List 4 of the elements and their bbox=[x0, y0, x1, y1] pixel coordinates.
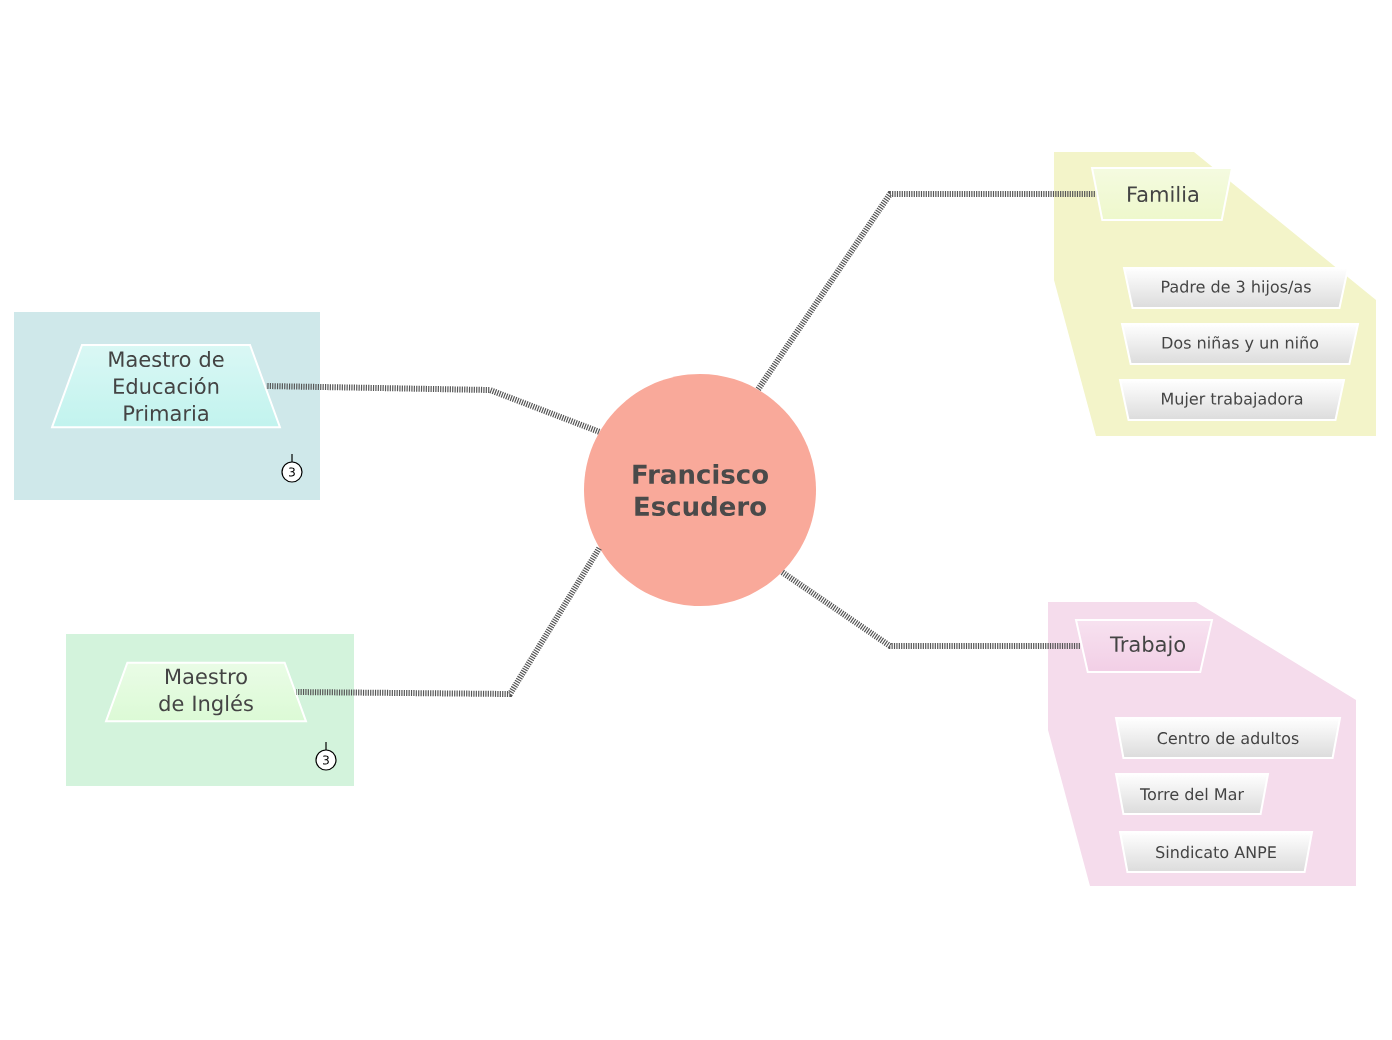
connector-line bbox=[755, 191, 1097, 391]
connector-line bbox=[266, 383, 601, 435]
connector-line bbox=[296, 546, 602, 698]
connector-line bbox=[780, 569, 1081, 649]
